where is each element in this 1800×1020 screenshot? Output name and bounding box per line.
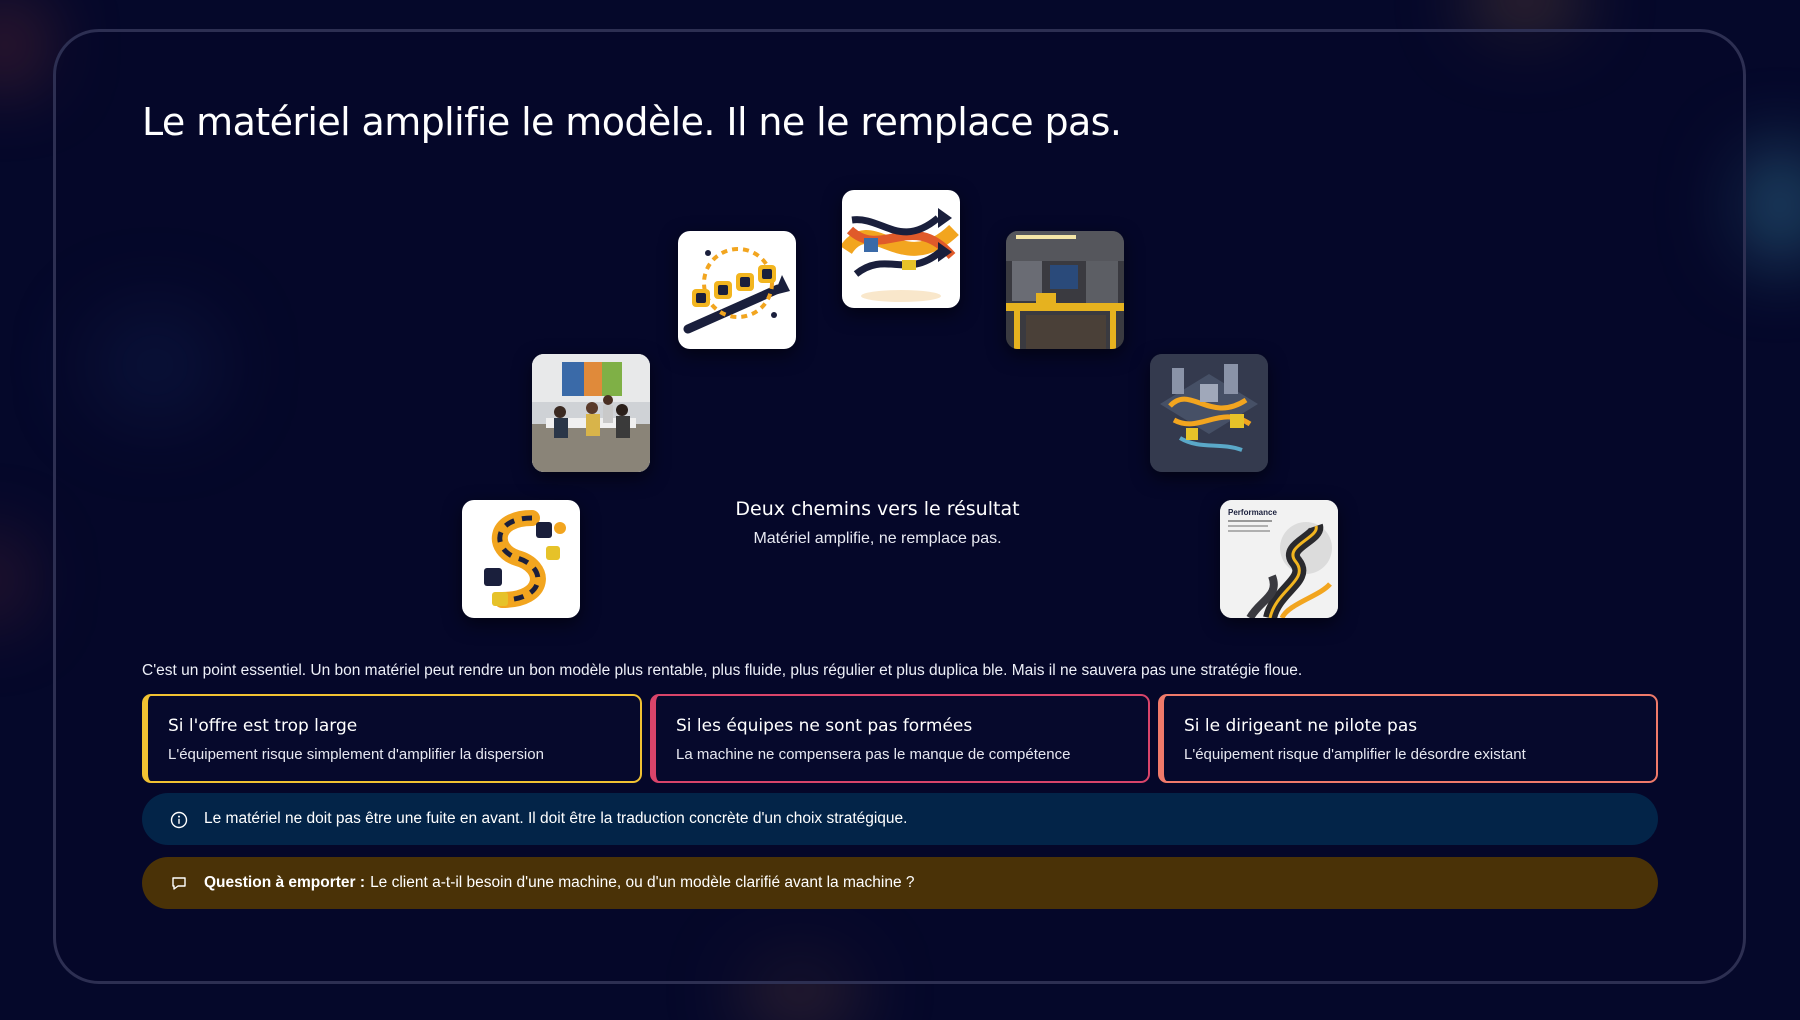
workshop-machines-image <box>1006 231 1124 349</box>
center-title: Deux chemins vers le résultat <box>735 498 1020 520</box>
card-title: Si le dirigeant ne pilote pas <box>1184 716 1418 736</box>
chat-bubble-icon <box>172 877 186 890</box>
center-subtitle: Matériel amplifie, ne remplace pas. <box>753 530 1002 547</box>
question-text: Le client a-t-il besoin d'une machine, o… <box>370 874 915 891</box>
question-label: Question à emporter : <box>204 874 366 891</box>
background-glow <box>0 540 20 620</box>
card-text: La machine ne compensera pas le manque d… <box>676 746 1071 763</box>
background-glow <box>1470 0 1580 30</box>
isometric-factory-image <box>1150 354 1268 472</box>
background-glow <box>0 10 40 80</box>
puzzle-path-image <box>462 500 580 618</box>
card-leader-not-steering: Si le dirigeant ne pilote pas L'équipeme… <box>1158 694 1658 783</box>
card-title: Si l'offre est trop large <box>168 716 358 736</box>
tangled-arrows-image <box>842 190 960 308</box>
card-offer-too-wide: Si l'offre est trop large L'équipement r… <box>142 694 642 783</box>
card-text: L'équipement risque simplement d'amplifi… <box>168 746 544 763</box>
card-teams-not-trained: Si les équipes ne sont pas formées La ma… <box>650 694 1150 783</box>
info-banner: Le matériel ne doit pas être une fuite e… <box>142 793 1658 845</box>
office-team-image <box>532 354 650 472</box>
info-text: Le matériel ne doit pas être une fuite e… <box>204 810 908 827</box>
workflow-arrows-image <box>678 231 796 349</box>
question-banner: Question à emporter : Le client a-t-il b… <box>142 857 1658 909</box>
slide-title: Le matériel amplifie le modèle. Il ne le… <box>142 100 1122 144</box>
intro-text: C'est un point essentiel. Un bon matérie… <box>142 662 1303 679</box>
background-glow <box>1740 150 1800 260</box>
info-icon <box>170 811 188 829</box>
performance-label: Performance <box>1228 508 1277 517</box>
performance-road-image: Performance <box>1220 500 1338 618</box>
card-title: Si les équipes ne sont pas formées <box>676 716 973 736</box>
card-text: L'équipement risque d'amplifier le désor… <box>1184 746 1526 763</box>
